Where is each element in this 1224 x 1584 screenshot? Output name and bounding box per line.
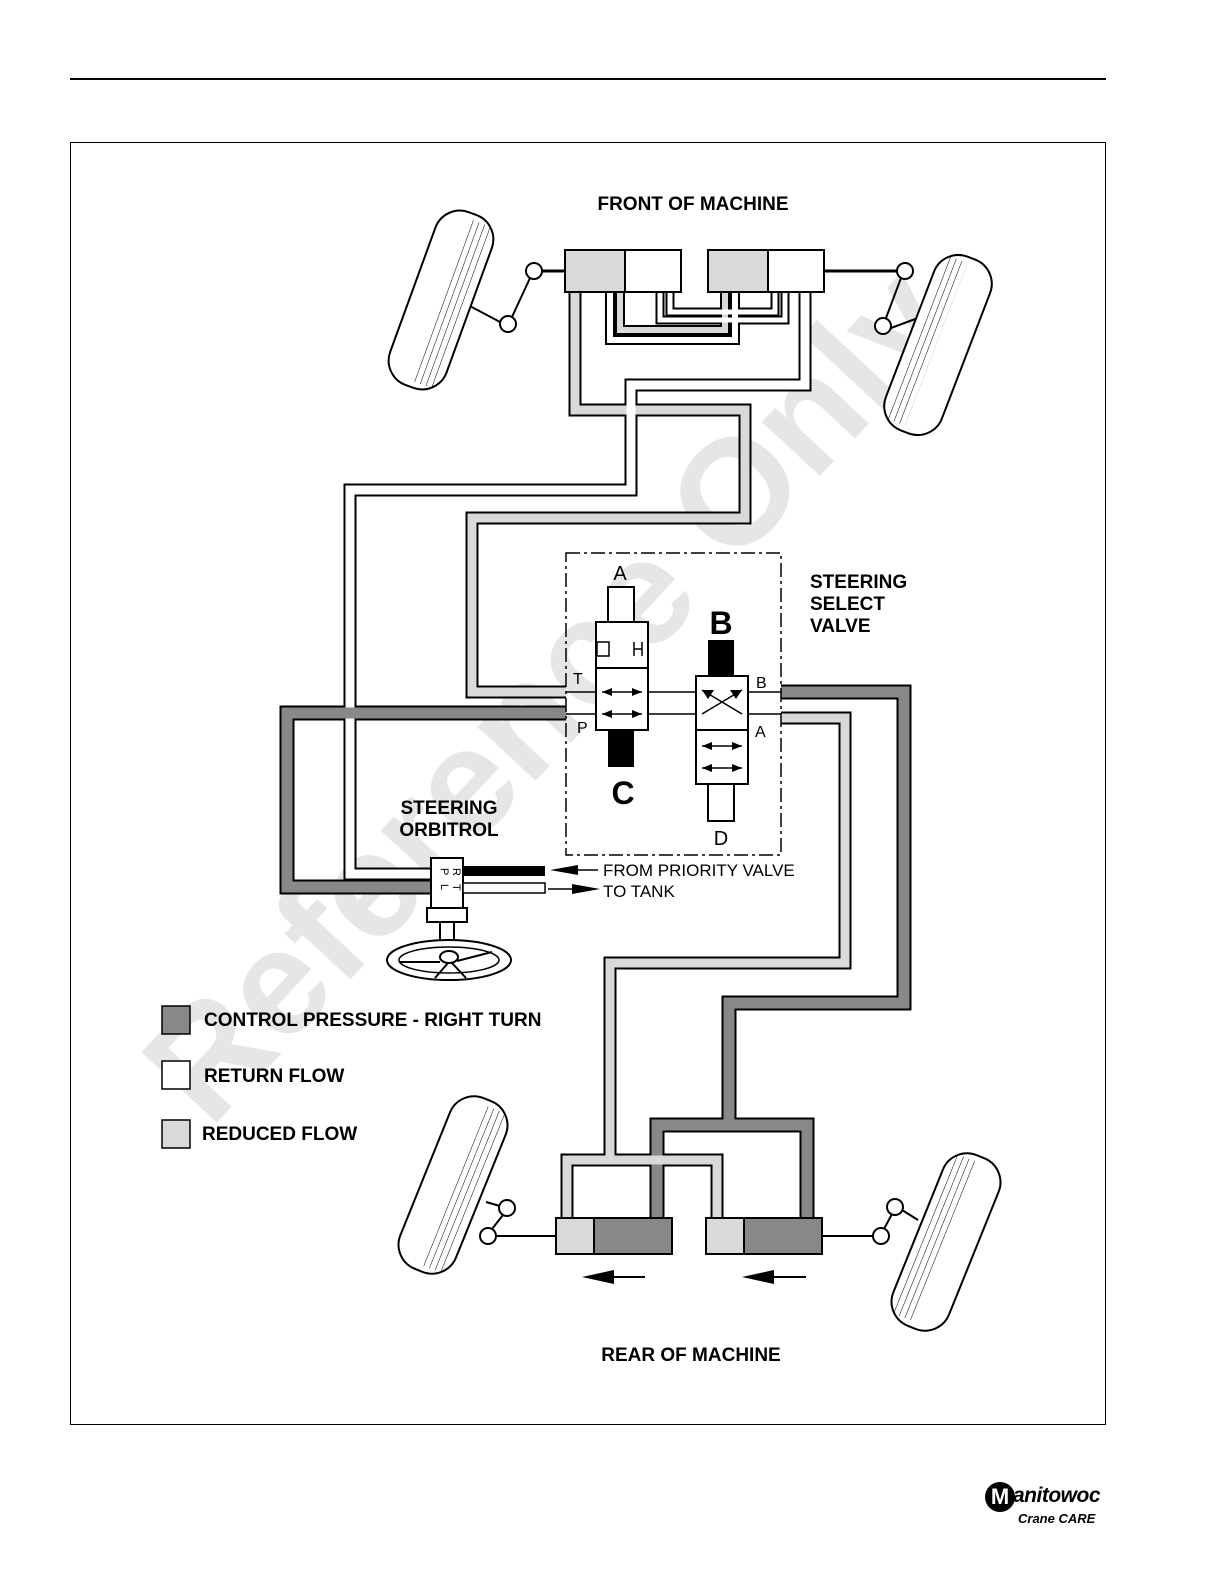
select-valve-label-2: SELECT — [810, 594, 885, 615]
solenoid-c-label: C — [611, 775, 634, 811]
tank-line — [463, 883, 545, 893]
orbitrol-label-2: ORBITROL — [399, 820, 499, 841]
logo-sub: Crane CARE — [1018, 1511, 1095, 1526]
priority-line — [463, 866, 545, 876]
orbitrol-port-p: P — [438, 868, 450, 875]
front-right-cylinder — [708, 250, 824, 292]
orbitrol-port-t: T — [450, 884, 462, 891]
select-valve-label-3: VALVE — [810, 616, 871, 637]
front-left-cylinder — [565, 250, 681, 292]
hose-outline-8 — [729, 1125, 807, 1218]
orbitrol-label-1: STEERING — [400, 798, 497, 819]
rear-of-machine-label: REAR OF MACHINE — [601, 1345, 780, 1366]
legend-label-return: RETURN FLOW — [204, 1066, 344, 1087]
legend-swatch-control — [162, 1006, 190, 1034]
solenoid-b-label: B — [709, 605, 732, 641]
port-t-label: T — [573, 671, 583, 688]
port-b-label: B — [756, 675, 767, 692]
legend-label-control: CONTROL PRESSURE - RIGHT TURN — [204, 1010, 541, 1031]
rear-left-linkage — [480, 1200, 515, 1244]
orbitrol-port-l: L — [438, 884, 450, 890]
rear-right-direction-arrow — [742, 1270, 806, 1284]
rear-left-cylinder — [556, 1218, 672, 1254]
hose-fill-8 — [729, 1125, 807, 1218]
rear-right-linkage — [873, 1199, 918, 1244]
logo-name: anitowoc — [1013, 1484, 1100, 1508]
select-valve-label-1: STEERING — [810, 572, 907, 593]
to-tank-label: TO TANK — [603, 882, 675, 901]
rear-left-wheel — [391, 1088, 516, 1281]
rear-right-cylinder — [706, 1218, 822, 1254]
front-of-machine-label: FRONT OF MACHINE — [597, 194, 788, 215]
from-priority-label: FROM PRIORITY VALVE — [603, 861, 795, 880]
rear-right-wheel — [884, 1145, 1009, 1338]
manitowoc-logo: M anitowoc Crane CARE — [985, 1482, 1110, 1532]
legend-swatch-reduced — [162, 1120, 190, 1148]
legend-swatch-return — [162, 1061, 190, 1089]
solenoid-a-label: A — [613, 563, 627, 585]
logo-mark: M — [985, 1482, 1015, 1512]
legend-label-reduced: REDUCED FLOW — [202, 1124, 357, 1145]
port-a-label: A — [755, 724, 766, 741]
to-tank-arrow — [548, 884, 600, 894]
orbitrol-port-r: R — [450, 868, 462, 876]
port-p-label: P — [577, 720, 588, 737]
front-left-wheel — [381, 203, 500, 396]
solenoid-d-label: D — [714, 828, 728, 850]
rear-left-direction-arrow — [582, 1270, 645, 1284]
from-priority-arrow — [550, 865, 598, 875]
valve-spool-right — [696, 640, 748, 821]
